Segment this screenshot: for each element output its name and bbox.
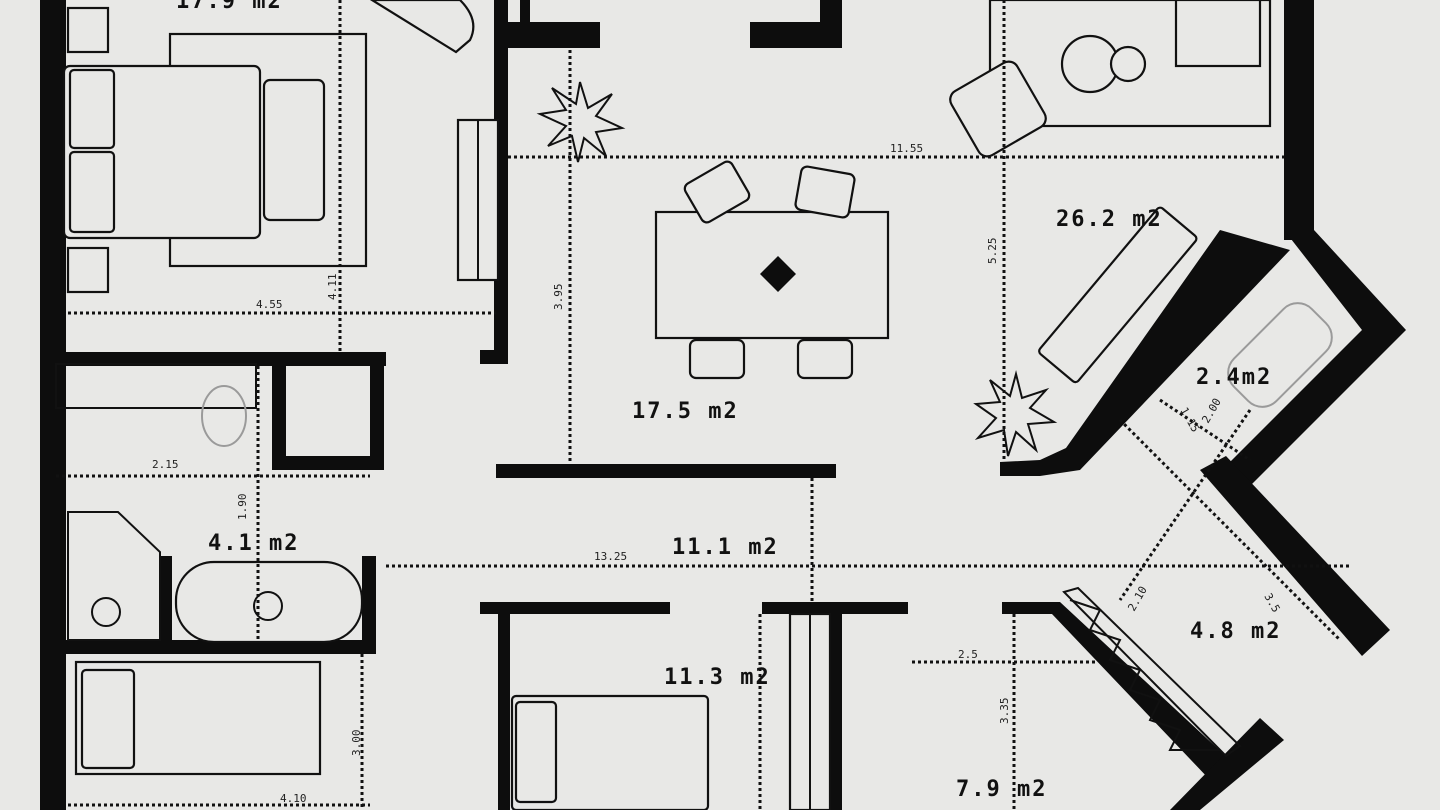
chair <box>794 165 856 219</box>
dim-label: 3.35 <box>998 698 1011 725</box>
table-centerpiece-icon <box>760 256 796 292</box>
dim-label: 4.55 <box>256 298 283 311</box>
dim-label: 2.00 <box>1199 396 1224 425</box>
armchair <box>949 60 1047 158</box>
dim-label: 3.95 <box>552 284 565 311</box>
bed-room2 <box>510 694 710 810</box>
plant-icon <box>536 81 1058 457</box>
dim-label: 4.10 <box>280 792 307 805</box>
dim-label: 3.5 <box>1261 591 1282 615</box>
toilet-icon <box>201 385 247 447</box>
dim-label: 1.90 <box>236 494 249 521</box>
room-area-labels: 17.9 m2 17.5 m2 26.2 m2 2.4m2 4.1 m2 11.… <box>176 0 1281 802</box>
nightstand-top <box>66 6 110 54</box>
dim-label: 2.5 <box>958 648 978 661</box>
dim-label: 1.15 <box>1177 405 1202 434</box>
dim-label: 2.10 <box>1125 584 1150 613</box>
wc-toilet-icon <box>1227 302 1333 408</box>
dim-label: 11.55 <box>890 142 923 155</box>
area-living: 26.2 m2 <box>1056 207 1163 232</box>
area-dining: 17.5 m2 <box>632 399 739 424</box>
dimension-lines <box>56 0 1350 810</box>
bathtub <box>174 560 364 644</box>
area-bedroom-1: 17.9 m2 <box>176 0 283 14</box>
area-bathroom: 4.1 m2 <box>208 531 299 556</box>
area-hall: 11.1 m2 <box>672 535 779 560</box>
dimension-labels: 4.55 4.11 3.95 11.55 5.25 2.15 1.90 13.2… <box>152 142 1283 805</box>
dim-label: 4.11 <box>326 274 339 301</box>
desk <box>1174 0 1262 68</box>
chair <box>796 338 854 380</box>
area-entry: 4.8 m2 <box>1190 619 1281 644</box>
chair <box>683 160 751 224</box>
dim-label: 3.00 <box>350 730 363 757</box>
armchair-top <box>369 0 475 54</box>
area-wc: 2.4m2 <box>1196 365 1272 390</box>
chair <box>688 338 746 380</box>
area-bedroom-2: 11.3 m2 <box>664 665 771 690</box>
shower <box>67 511 161 641</box>
walls <box>40 0 1406 810</box>
dim-label: 13.25 <box>594 550 627 563</box>
dim-label: 2.15 <box>152 458 179 471</box>
dim-label: 5.25 <box>986 238 999 265</box>
stair-railing <box>1062 586 1242 758</box>
furniture <box>55 0 1333 810</box>
area-kitchen: 7.9 m2 <box>956 777 1047 802</box>
nightstand-bottom <box>66 246 110 294</box>
tv-console <box>1038 206 1198 384</box>
